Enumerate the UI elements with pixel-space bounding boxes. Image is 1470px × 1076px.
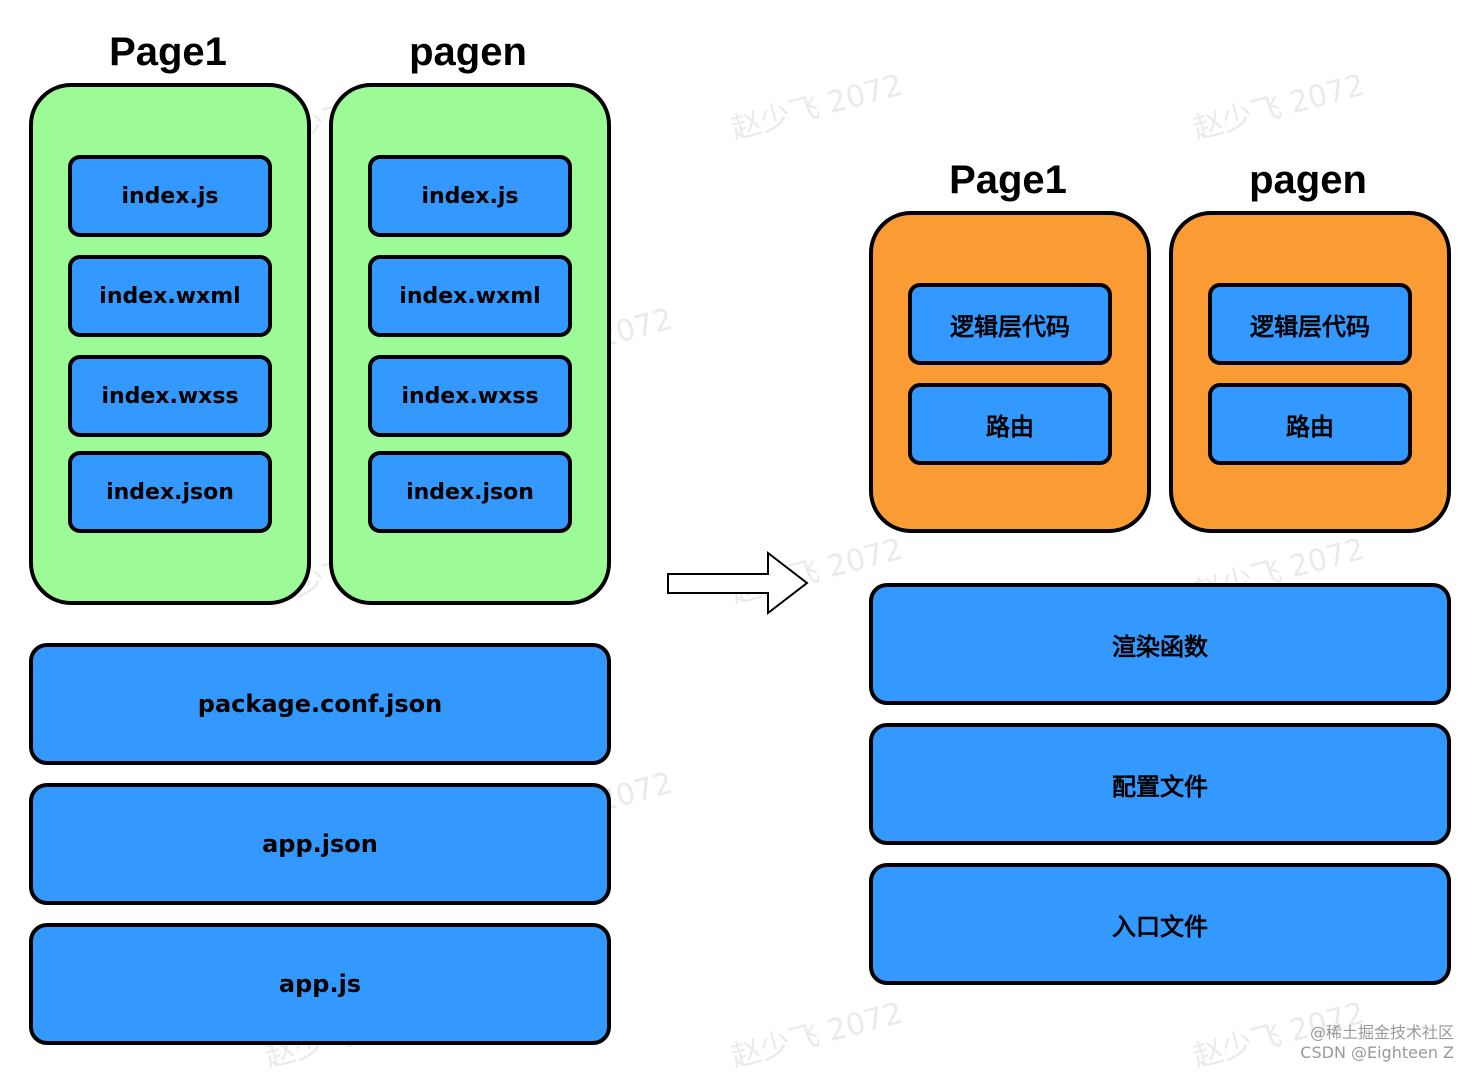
left-page1-file-wxss: index.wxss <box>68 355 272 437</box>
left-pagen-file-js: index.js <box>368 155 572 237</box>
watermark: 赵少飞 2072 <box>727 995 907 1076</box>
right-pagen-logic-code: 逻辑层代码 <box>1208 283 1412 365</box>
right-page1-title: Page1 <box>949 158 1067 202</box>
right-pagen-router: 路由 <box>1208 383 1412 465</box>
left-pagen-file-wxml: index.wxml <box>368 255 572 337</box>
left-page1-title: Page1 <box>109 30 227 74</box>
right-page1-router: 路由 <box>908 383 1112 465</box>
credit-text: @稀土掘金技术社区 CSDN @Eighteen Z <box>1180 1023 1454 1063</box>
left-pagen-file-wxss: index.wxss <box>368 355 572 437</box>
config-file-box: 配置文件 <box>869 723 1451 845</box>
left-page1-file-json: index.json <box>68 451 272 533</box>
right-page1-panel <box>869 211 1151 533</box>
credit-line-csdn: CSDN @Eighteen Z <box>1300 1043 1454 1062</box>
left-page1-file-js: index.js <box>68 155 272 237</box>
watermark: 赵少飞 2072 <box>1189 67 1369 148</box>
left-pagen-file-json: index.json <box>368 451 572 533</box>
right-pagen-panel <box>1169 211 1451 533</box>
right-pagen-title: pagen <box>1249 158 1367 202</box>
credit-line-juejin: @稀土掘金技术社区 <box>1309 1023 1454 1042</box>
left-page1-file-wxml: index.wxml <box>68 255 272 337</box>
right-arrow-icon <box>667 550 809 616</box>
render-function-box: 渲染函数 <box>869 583 1451 705</box>
left-pagen-title: pagen <box>409 30 527 74</box>
package-conf-json-box: package.conf.json <box>29 643 611 765</box>
app-js-box: app.js <box>29 923 611 1045</box>
entry-file-box: 入口文件 <box>869 863 1451 985</box>
watermark: 赵少飞 2072 <box>727 67 907 148</box>
app-json-box: app.json <box>29 783 611 905</box>
right-page1-logic-code: 逻辑层代码 <box>908 283 1112 365</box>
